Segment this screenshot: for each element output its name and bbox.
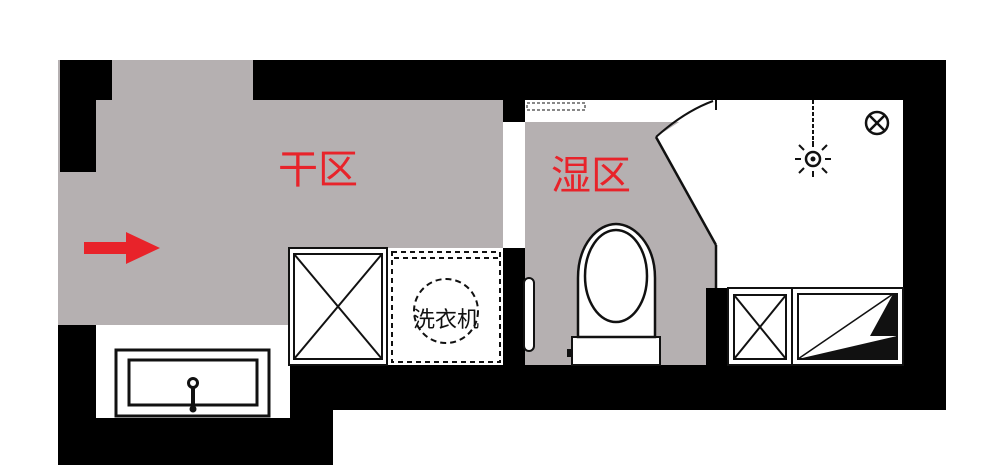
sink-vanity — [96, 325, 290, 418]
wall-shower-left — [706, 288, 728, 365]
walls — [58, 60, 946, 465]
washing-machine: 洗衣机 — [389, 248, 503, 365]
wall-right — [903, 100, 946, 365]
toilet-seat — [583, 228, 649, 324]
towel-rail — [523, 277, 535, 352]
ceiling-light-icon — [864, 110, 890, 136]
partition-lower — [503, 248, 525, 365]
storage-cabinet — [288, 247, 388, 366]
shower-tray — [791, 287, 904, 366]
washing-machine-label: 洗衣机 — [413, 308, 479, 333]
wall-bottom — [290, 365, 946, 410]
dry-zone-floor — [58, 60, 503, 365]
shower-area-floor — [656, 100, 903, 288]
wall-left-upper — [60, 100, 96, 120]
ventilation-strip — [526, 102, 586, 111]
wall-bottom-left — [58, 418, 333, 465]
wall-left-mid — [60, 120, 96, 172]
toilet-tank — [571, 336, 661, 366]
wall-top-left-block — [60, 60, 112, 100]
wet-zone-label: 湿区 — [551, 153, 631, 199]
wall-top — [253, 60, 946, 100]
dry-zone-label: 干区 — [278, 147, 358, 193]
entry-arrow-icon — [84, 232, 160, 264]
toilet — [567, 222, 661, 366]
shower-head-icon — [795, 100, 831, 177]
faucet-icon — [187, 377, 199, 413]
partition-upper — [503, 100, 525, 122]
shower-door — [654, 100, 718, 288]
wall-left-lower — [58, 325, 96, 420]
shower-cabinet — [727, 287, 793, 366]
